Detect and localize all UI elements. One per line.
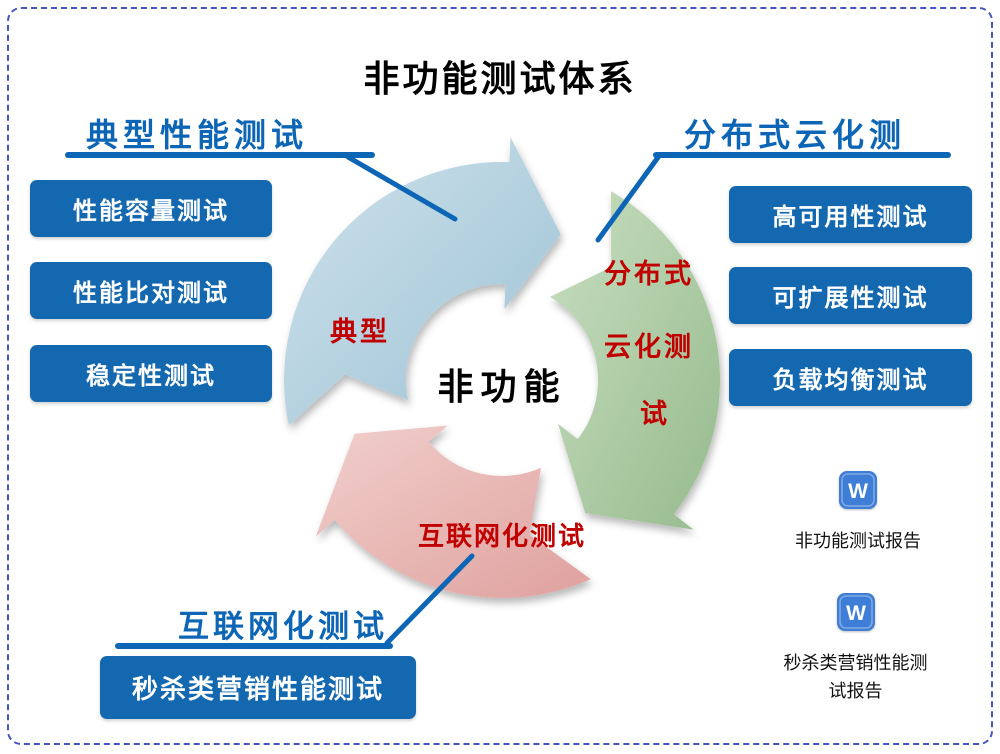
callout-pointer-top-right [595,153,662,243]
segment-internet-arrow [315,425,591,598]
box-high-availability-testing: 高可用性测试 [729,186,972,243]
segment-label-distributed-line2: 云化测 [604,332,694,362]
box-stability-testing: 稳定性测试 [30,345,272,402]
segment-label-typical: 典型 [330,317,390,347]
box-scalability-testing: 可扩展性测试 [729,267,972,324]
document-flash-sale-test-report: W 秒杀类营销性能测 试报告 [763,592,948,706]
segment-typical-arrow [284,137,561,426]
document-label: 非功能测试报告 [795,531,921,551]
callout-pointer-bottom-left [384,553,475,646]
document-label-line2: 试报告 [828,680,883,701]
document-nonfunctional-test-report: W 非功能测试报告 [768,470,948,556]
word-icon-glyph: W [846,602,866,625]
segment-distributed-cloud-arrow [550,191,721,530]
box-performance-capacity-testing: 性能容量测试 [30,180,272,237]
box-flash-sale-marketing-performance-testing: 秒杀类营销性能测试 [100,656,416,719]
callout-pointer-top-left [345,154,458,222]
segment-label-distributed-line3: 试 [640,399,670,429]
box-performance-comparison-testing: 性能比对测试 [30,262,272,319]
callout-typical-performance-testing: 典型性能测试 [86,117,309,153]
cycle-center-label: 非功能 [437,366,567,407]
word-icon-glyph: W [848,480,868,503]
page-title: 非功能测试体系 [363,58,637,99]
word-document-icon: W [839,471,877,509]
box-load-balancing-testing: 负载均衡测试 [729,349,972,406]
document-label-line1: 秒杀类营销性能测 [783,653,928,673]
segment-label-internet: 互联网化测试 [418,521,587,551]
word-document-icon: W [836,593,875,631]
callout-distributed-cloud-testing: 分布式云化测 [684,117,907,153]
document-label: 秒杀类营销性能测 试报告 [784,650,928,706]
segment-label-distributed-line1: 分布式 [604,259,694,289]
callout-internet-testing: 互联网化测试 [178,609,388,644]
callout-lines [65,152,951,649]
